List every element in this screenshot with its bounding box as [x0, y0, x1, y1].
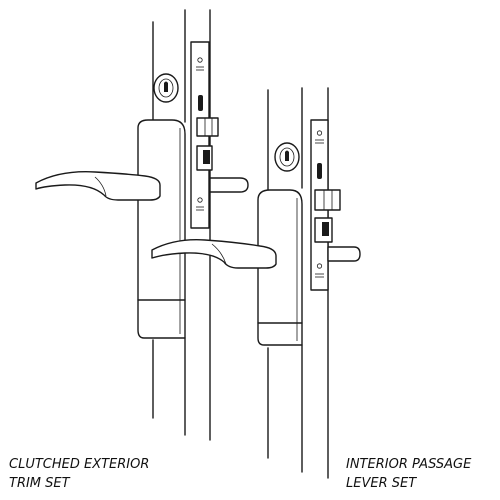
lever-contour — [94, 176, 107, 197]
interior-lever-caption: INTERIOR PASSAGE LEVER SET — [346, 455, 471, 493]
lever-contour — [211, 243, 227, 265]
auxiliary-latch-detail — [322, 222, 329, 236]
caption-line: INTERIOR PASSAGE — [346, 457, 472, 472]
rear-lever-stub — [209, 177, 249, 193]
deadbolt-slot — [198, 95, 203, 111]
caption-line: CLUTCHED EXTERIOR — [9, 457, 150, 472]
caption-line: TRIM SET — [9, 476, 70, 491]
exterior-trim-caption: CLUTCHED EXTERIOR TRIM SET — [9, 455, 149, 493]
exterior-trim-assembly — [35, 9, 249, 441]
keyway-icon — [285, 150, 289, 161]
cylinder-ring — [158, 78, 174, 98]
escutcheon-plate — [257, 189, 303, 346]
caption-line: LEVER SET — [346, 476, 417, 491]
latch-bolt — [314, 189, 341, 211]
screw-icon — [316, 130, 323, 136]
interior-lever-handle — [151, 239, 277, 269]
deadbolt-slot — [317, 163, 322, 179]
cylinder-ring — [279, 147, 295, 167]
latch-bolt — [196, 117, 219, 137]
rear-lever-stub — [327, 246, 361, 262]
interior-lever-assembly — [151, 87, 361, 479]
screw-icon — [197, 197, 203, 203]
exterior-lever-handle — [35, 171, 161, 201]
escutcheon-plate — [137, 119, 186, 339]
keyway-icon — [164, 81, 168, 92]
screw-icon — [316, 263, 323, 269]
screw-icon — [197, 57, 203, 63]
auxiliary-latch-detail — [203, 150, 210, 164]
